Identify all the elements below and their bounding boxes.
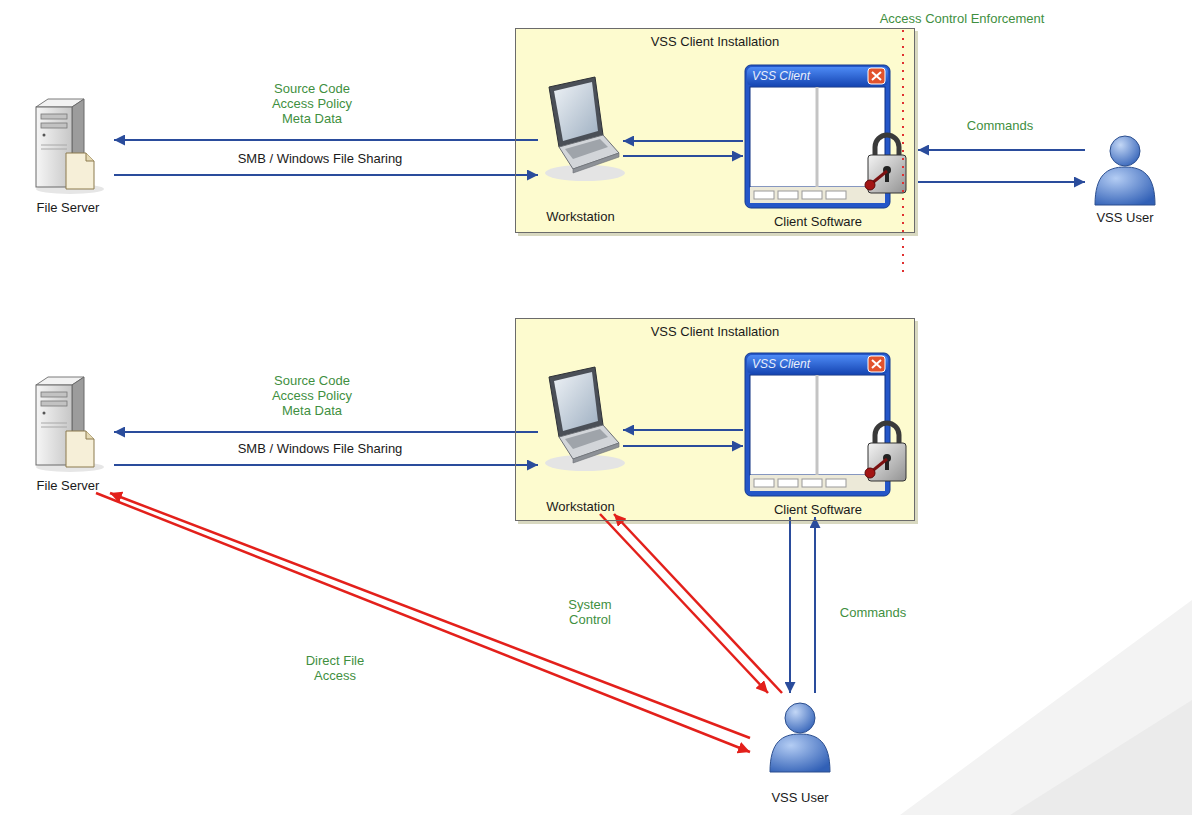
node-label: File Server (37, 478, 100, 493)
background-wedge (900, 600, 1192, 815)
installation-box: VSS Client InstallationWorkstation VSS Cl… (515, 318, 915, 521)
node-label: Client Software (774, 214, 862, 229)
node-label: VSS Client Installation (651, 34, 780, 49)
bypass-arrow (614, 514, 782, 693)
laptop-icon (545, 77, 625, 181)
server-icon (36, 377, 104, 472)
node-label: Workstation (546, 499, 614, 514)
flow-arrow (114, 431, 538, 433)
flow-arrow (114, 139, 538, 141)
edge-label: Source Code Access Policy Meta Data (262, 373, 362, 418)
node-label: File Server (37, 200, 100, 215)
edge-label: SMB / Windows File Sharing (200, 151, 440, 166)
user-icon (770, 703, 830, 772)
user-node: VSS User (750, 693, 850, 805)
bypass-arrow (600, 514, 768, 693)
box-fill (515, 318, 915, 521)
workstation-node: Workstation (538, 74, 623, 224)
box-fill (515, 28, 915, 233)
user-icon (1095, 136, 1155, 205)
server-node: File Server (22, 97, 114, 215)
flow-arrow (623, 140, 743, 142)
node-label: VSS User (771, 790, 828, 805)
flow-arrow (814, 517, 816, 693)
server-icon (36, 99, 104, 194)
enforcement-line (902, 30, 904, 276)
node-label: Workstation (546, 209, 614, 224)
edge-label: SMB / Windows File Sharing (200, 441, 440, 456)
node-label: VSS User (1096, 210, 1153, 225)
edge-label: Commands (823, 605, 923, 620)
flow-arrow (114, 174, 538, 176)
background-wedge (1010, 700, 1192, 815)
node-label: Client Software (774, 502, 862, 517)
edge-label: Commands (950, 118, 1050, 133)
flow-arrow (918, 181, 1085, 183)
flow-arrow (114, 464, 538, 466)
window-title: VSS Client (752, 357, 810, 372)
workstation-node: Workstation (538, 364, 623, 514)
flow-arrow (623, 155, 743, 157)
flow-arrow (623, 429, 743, 431)
bypass-arrow (110, 493, 750, 738)
server-node: File Server (22, 375, 114, 493)
callout-label: Access Control Enforcement (852, 11, 1072, 26)
flow-arrow (918, 149, 1085, 151)
client-software-window: VSS ClientClient Software (743, 352, 918, 517)
laptop-icon (545, 367, 625, 471)
client-software-window: VSS ClientClient Software (743, 64, 918, 229)
client-window-icon (745, 65, 906, 208)
user-node: VSS User (1085, 133, 1165, 225)
bypass-arrow (96, 493, 750, 752)
edge-label: Direct File Access (290, 653, 380, 683)
installation-box: VSS Client InstallationWorkstation VSS Cl… (515, 28, 915, 233)
window-title: VSS Client (752, 69, 810, 84)
flow-arrow (623, 445, 743, 447)
edge-label: Source Code Access Policy Meta Data (262, 81, 362, 126)
flow-arrow (789, 517, 791, 693)
client-window-icon (745, 353, 906, 496)
node-label: VSS Client Installation (651, 324, 780, 339)
edge-label: System Control (555, 597, 625, 627)
